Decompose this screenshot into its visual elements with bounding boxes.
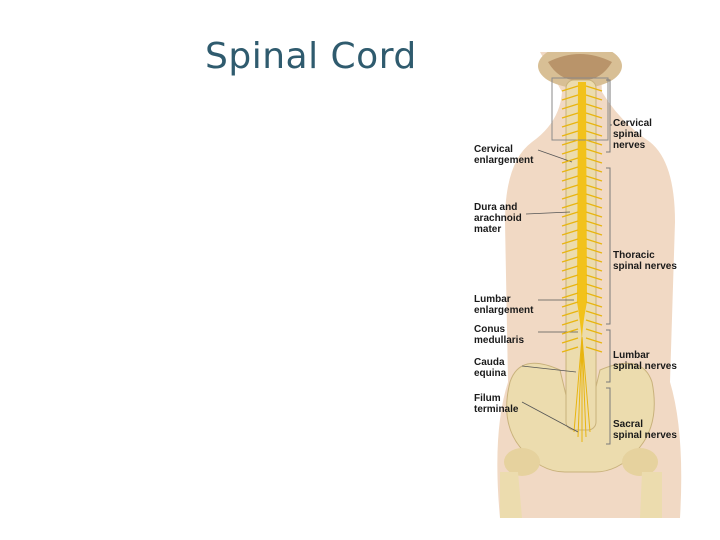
label-cervical-spinal-nerves: Cervical spinal nerves xyxy=(613,118,652,151)
spinal-nerve-root xyxy=(585,328,603,335)
spinal-nerve-root xyxy=(585,166,603,173)
label-thoracic-spinal-nerves: Thoracic spinal nerves xyxy=(613,250,677,272)
spinal-nerve-root xyxy=(585,274,603,281)
spinal-nerve-root xyxy=(561,310,579,317)
spinal-nerve-root xyxy=(561,301,579,308)
spinal-nerve-root xyxy=(585,94,603,101)
spinal-nerve-root xyxy=(561,184,579,191)
spinal-nerve-root xyxy=(561,148,579,155)
spinal-nerve-root xyxy=(561,85,579,92)
right-femur xyxy=(640,472,662,518)
spinal-nerve-root xyxy=(561,328,579,335)
label-filum-terminale: Filum terminale xyxy=(474,393,519,415)
spinal-nerve-root xyxy=(561,238,579,245)
spinal-nerve-root xyxy=(561,202,579,209)
spinal-nerve-root xyxy=(561,211,579,218)
spinal-nerve-root xyxy=(585,139,603,146)
spinal-nerve-root xyxy=(561,229,579,236)
cerebellum xyxy=(548,54,612,81)
spinal-nerve-root xyxy=(585,229,603,236)
spinal-nerve-root xyxy=(585,346,603,353)
spinal-nerve-root xyxy=(561,166,579,173)
cauda-equina-strands xyxy=(573,336,591,442)
spinal-nerve-root xyxy=(585,283,603,290)
spinal-nerve-root xyxy=(561,220,579,227)
spinal-nerve-root xyxy=(585,85,603,92)
spinal-nerve-root xyxy=(585,193,603,200)
spinal-nerve-root xyxy=(585,103,603,110)
spinal-nerve-root xyxy=(561,283,579,290)
spinal-nerve-root xyxy=(585,175,603,182)
spinal-nerve-root xyxy=(561,175,579,182)
spinal-nerve-root xyxy=(585,319,603,326)
spinal-nerve-root xyxy=(585,238,603,245)
region-brackets xyxy=(606,79,611,445)
label-lumbar-spinal-nerves: Lumbar spinal nerves xyxy=(613,350,677,372)
spinal-nerve-root xyxy=(585,220,603,227)
spinal-nerve-root xyxy=(561,139,579,146)
spinal-nerve-root xyxy=(561,337,579,344)
spinal-nerve-root xyxy=(585,256,603,263)
left-hip-joint xyxy=(504,448,540,476)
label-dura-arachnoid-mater: Dura and arachnoid mater xyxy=(474,202,522,235)
left-femur xyxy=(500,472,522,518)
spinal-nerve-root xyxy=(585,148,603,155)
cervical-region-box xyxy=(551,77,609,141)
spinal-nerve-root xyxy=(561,292,579,299)
slide-title: Spinal Cord xyxy=(205,36,417,77)
spinal-nerve-root xyxy=(561,319,579,326)
spinal-nerve-root xyxy=(585,121,603,128)
spinal-nerve-root xyxy=(585,247,603,254)
right-hip-joint xyxy=(622,448,658,476)
spinal-nerve-root xyxy=(561,130,579,137)
spinal-nerve-root xyxy=(561,193,579,200)
anatomy-drawing xyxy=(497,52,682,518)
spinal-nerve-root xyxy=(561,112,579,119)
spinal-nerve-root xyxy=(561,247,579,254)
spinal-nerve-root xyxy=(585,112,603,119)
label-cervical-enlargement: Cervical enlargement xyxy=(474,144,534,166)
spinal-nerve-root xyxy=(585,301,603,308)
spinal-nerve-root xyxy=(561,256,579,263)
label-conus-medullaris: Conus medullaris xyxy=(474,324,525,346)
spinal-nerve-root xyxy=(561,121,579,128)
spinal-cord xyxy=(577,82,587,342)
spinal-nerve-root xyxy=(561,265,579,272)
spinal-cord-illustration: Cervical enlargement Dura and arachnoid … xyxy=(470,52,692,518)
label-lumbar-enlargement: Lumbar enlargement xyxy=(474,294,534,316)
label-sacral-spinal-nerves: Sacral spinal nerves xyxy=(613,419,677,441)
spinal-nerve-root xyxy=(585,130,603,137)
leader-lines xyxy=(521,124,612,433)
spinal-nerve-root xyxy=(585,337,603,344)
spinal-nerve-root xyxy=(585,211,603,218)
spinal-nerve-roots xyxy=(561,85,603,353)
spinal-nerve-root xyxy=(561,346,579,353)
spinal-nerve-root xyxy=(585,202,603,209)
spinal-nerve-root xyxy=(561,103,579,110)
spinal-nerve-root xyxy=(561,94,579,101)
label-cauda-equina: Cauda equina xyxy=(474,357,507,379)
spinal-nerve-root xyxy=(585,292,603,299)
spinal-nerve-root xyxy=(561,157,579,164)
spinal-nerve-root xyxy=(585,310,603,317)
spinal-nerve-root xyxy=(585,157,603,164)
spinal-nerve-root xyxy=(585,265,603,272)
spinal-nerve-root xyxy=(585,184,603,191)
spinal-nerve-root xyxy=(561,274,579,281)
